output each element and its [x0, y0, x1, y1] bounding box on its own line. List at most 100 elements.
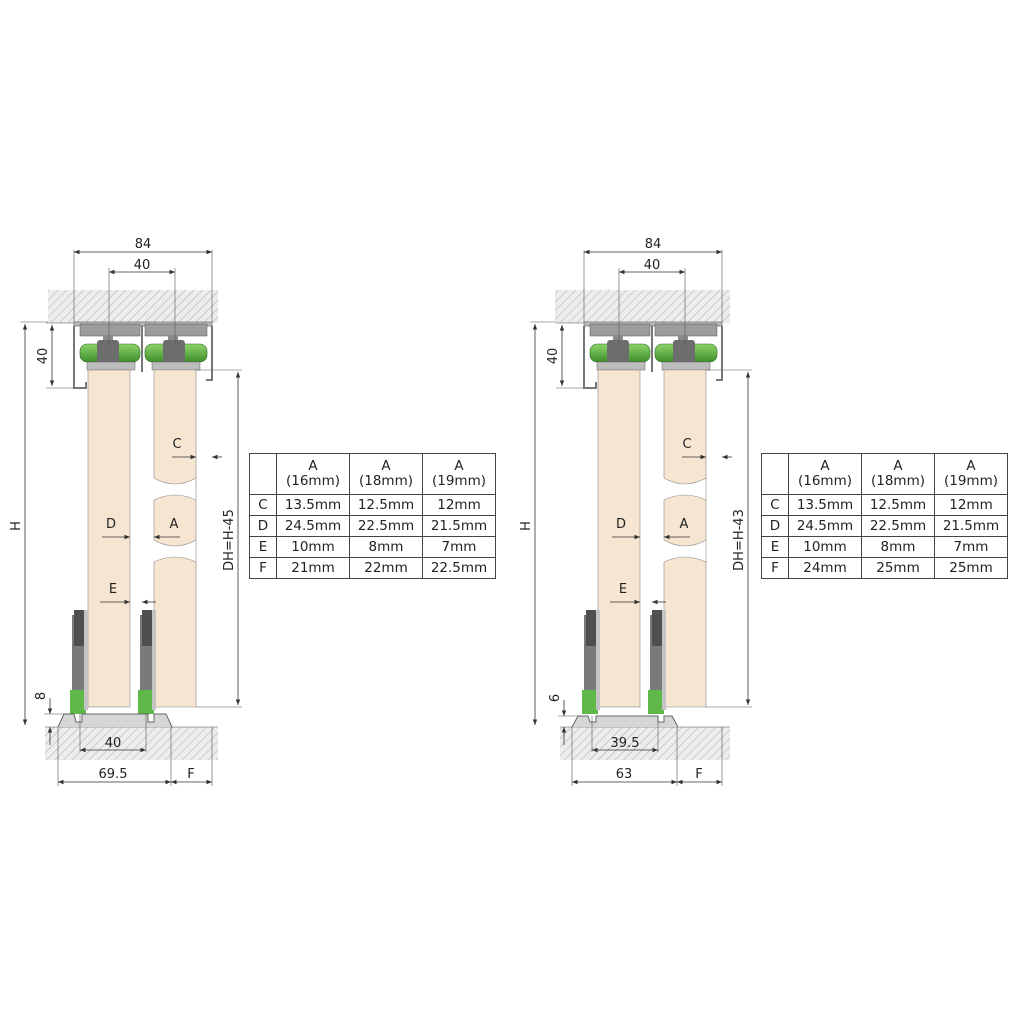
table-col-header: A(18mm) — [349, 453, 423, 495]
label-d: D — [616, 517, 626, 532]
col-header-bottom: (18mm) — [870, 473, 925, 489]
row-label: E — [249, 536, 277, 558]
table-cell: 8mm — [349, 536, 423, 558]
label-c: C — [682, 437, 691, 452]
top-track-icon — [583, 321, 723, 389]
table-cell: 21mm — [276, 557, 350, 579]
table-cell: 22.5mm — [422, 557, 496, 579]
col-header-top: A — [454, 458, 464, 474]
door-panel-outer — [87, 369, 131, 708]
door-panel-outer — [597, 369, 641, 708]
row-label: E — [761, 536, 789, 558]
door-panel-inner — [153, 369, 197, 708]
table-row: E 10mm 8mm 7mm — [249, 536, 496, 558]
table-col-header: A(18mm) — [861, 453, 935, 495]
table-cell: 10mm — [788, 536, 862, 558]
dim-bottom-total: 63 — [616, 767, 633, 782]
table-corner — [249, 453, 277, 495]
bottom-guide-icon — [648, 610, 666, 714]
ceiling-hatch — [48, 290, 218, 323]
table-cell: 24.5mm — [276, 515, 350, 537]
row-label: F — [761, 557, 789, 579]
bottom-guide-icon — [582, 610, 600, 714]
col-header-top: A — [381, 458, 391, 474]
top-roller-icon — [654, 336, 718, 371]
col-header-bottom: (19mm) — [943, 473, 998, 489]
table-col-header: A(16mm) — [788, 453, 862, 495]
table-cell: 22.5mm — [349, 515, 423, 537]
ceiling-hatch — [555, 290, 730, 323]
label-c: C — [172, 437, 181, 452]
top-roller-icon — [144, 336, 208, 371]
table-row: F 24mm 25mm 25mm — [761, 557, 1008, 579]
dim-floor-gap: 8 — [34, 692, 49, 700]
col-header-top: A — [966, 458, 976, 474]
table-cell: 12mm — [422, 494, 496, 516]
table-cell: 21.5mm — [934, 515, 1008, 537]
table-row: D 24.5mm 22.5mm 21.5mm — [249, 515, 496, 537]
table-cell: 12.5mm — [861, 494, 935, 516]
table-cell: 25mm — [861, 557, 935, 579]
table-header-row: A(16mm) A(18mm) A(19mm) — [249, 453, 496, 495]
col-header-bottom: (19mm) — [431, 473, 486, 489]
table-row: C 13.5mm 12.5mm 12mm — [761, 494, 1008, 516]
col-header-top: A — [308, 458, 318, 474]
floor-hatch — [45, 727, 218, 760]
bottom-track-icon — [57, 713, 173, 728]
dim-door-height: DH=H-45 — [222, 509, 237, 571]
bottom-track-icon — [571, 715, 679, 728]
spec-table-left: A(16mm) A(18mm) A(19mm) C 13.5mm 12.5mm … — [249, 453, 496, 579]
bottom-guide-icon — [70, 610, 88, 714]
table-cell: 24.5mm — [788, 515, 862, 537]
table-cell: 22mm — [349, 557, 423, 579]
table-cell: 8mm — [861, 536, 935, 558]
diagram-left: 84 40 40 H 8 DH=H-45 C D A — [9, 237, 242, 786]
label-a: A — [170, 517, 179, 532]
table-header-row: A(16mm) A(18mm) A(19mm) — [761, 453, 1008, 495]
row-label: C — [249, 494, 277, 516]
table-cell: 12mm — [934, 494, 1008, 516]
spec-table-right: A(16mm) A(18mm) A(19mm) C 13.5mm 12.5mm … — [761, 453, 1008, 579]
dim-track-height: 40 — [36, 348, 51, 365]
dim-floor-gap: 6 — [548, 694, 563, 702]
col-header-bottom: (16mm) — [797, 473, 852, 489]
dim-top-inner: 40 — [644, 258, 661, 273]
row-label: C — [761, 494, 789, 516]
table-cell: 7mm — [422, 536, 496, 558]
bottom-guide-icon — [138, 610, 156, 714]
table-cell: 24mm — [788, 557, 862, 579]
label-a: A — [680, 517, 689, 532]
dim-height: H — [519, 521, 534, 531]
door-panel-inner — [663, 369, 707, 708]
row-label: D — [249, 515, 277, 537]
dim-top-total: 84 — [645, 237, 662, 252]
table-cell: 25mm — [934, 557, 1008, 579]
table-cell: 22.5mm — [861, 515, 935, 537]
col-header-bottom: (16mm) — [285, 473, 340, 489]
dim-top-inner: 40 — [134, 258, 151, 273]
table-cell: 12.5mm — [349, 494, 423, 516]
table-row: E 10mm 8mm 7mm — [761, 536, 1008, 558]
table-cell: 21.5mm — [422, 515, 496, 537]
col-header-bottom: (18mm) — [358, 473, 413, 489]
table-col-header: A(16mm) — [276, 453, 350, 495]
dim-bottom-inner: 39.5 — [611, 736, 640, 751]
col-header-top: A — [893, 458, 903, 474]
dim-bottom-f: F — [187, 767, 194, 782]
table-col-header: A(19mm) — [934, 453, 1008, 495]
table-row: D 24.5mm 22.5mm 21.5mm — [761, 515, 1008, 537]
label-e: E — [619, 582, 627, 597]
table-cell: 10mm — [276, 536, 350, 558]
table-cell: 7mm — [934, 536, 1008, 558]
dim-track-height: 40 — [546, 348, 561, 365]
table-row: C 13.5mm 12.5mm 12mm — [249, 494, 496, 516]
dim-top-total: 84 — [135, 237, 152, 252]
row-label: F — [249, 557, 277, 579]
top-roller-icon — [589, 336, 651, 371]
label-e: E — [109, 582, 117, 597]
table-corner — [761, 453, 789, 495]
dim-door-height: DH=H-43 — [732, 509, 747, 571]
table-cell: 13.5mm — [276, 494, 350, 516]
